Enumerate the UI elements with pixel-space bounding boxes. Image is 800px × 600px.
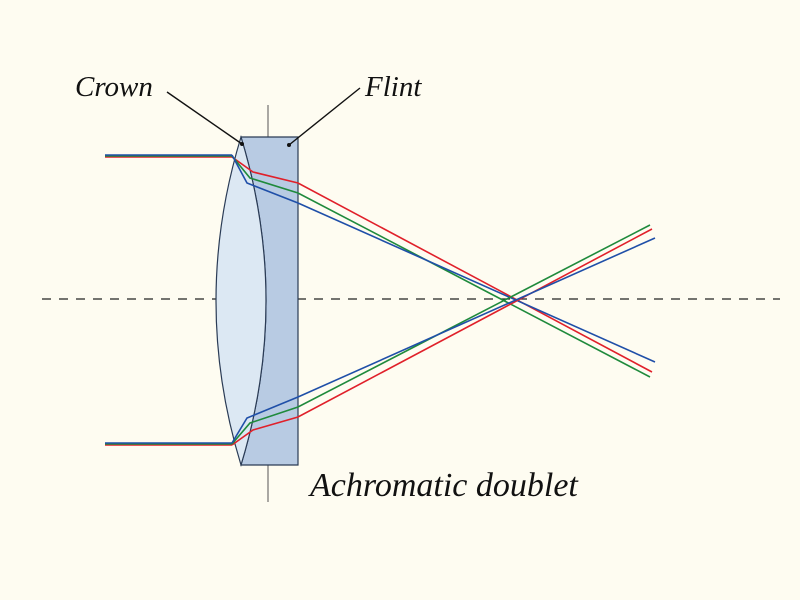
flint-leader-dot (287, 143, 291, 147)
crown-element (215, 134, 267, 468)
incoming-rays (105, 154, 232, 446)
crown-label: Crown (75, 71, 153, 103)
crown-leader-dot (240, 142, 244, 146)
flint-leader-line (288, 87, 361, 146)
bottom-ray-red (231, 228, 653, 446)
top-ray-blue (231, 154, 656, 363)
top-ray-green (231, 155, 651, 378)
crown-leader-line (166, 91, 243, 145)
flint-label: Flint (364, 71, 422, 103)
top-ray-red (231, 156, 653, 373)
bottom-ray-blue (231, 237, 656, 444)
bottom-ray-green (231, 224, 651, 445)
diagram-caption: Achromatic doublet (308, 467, 579, 504)
